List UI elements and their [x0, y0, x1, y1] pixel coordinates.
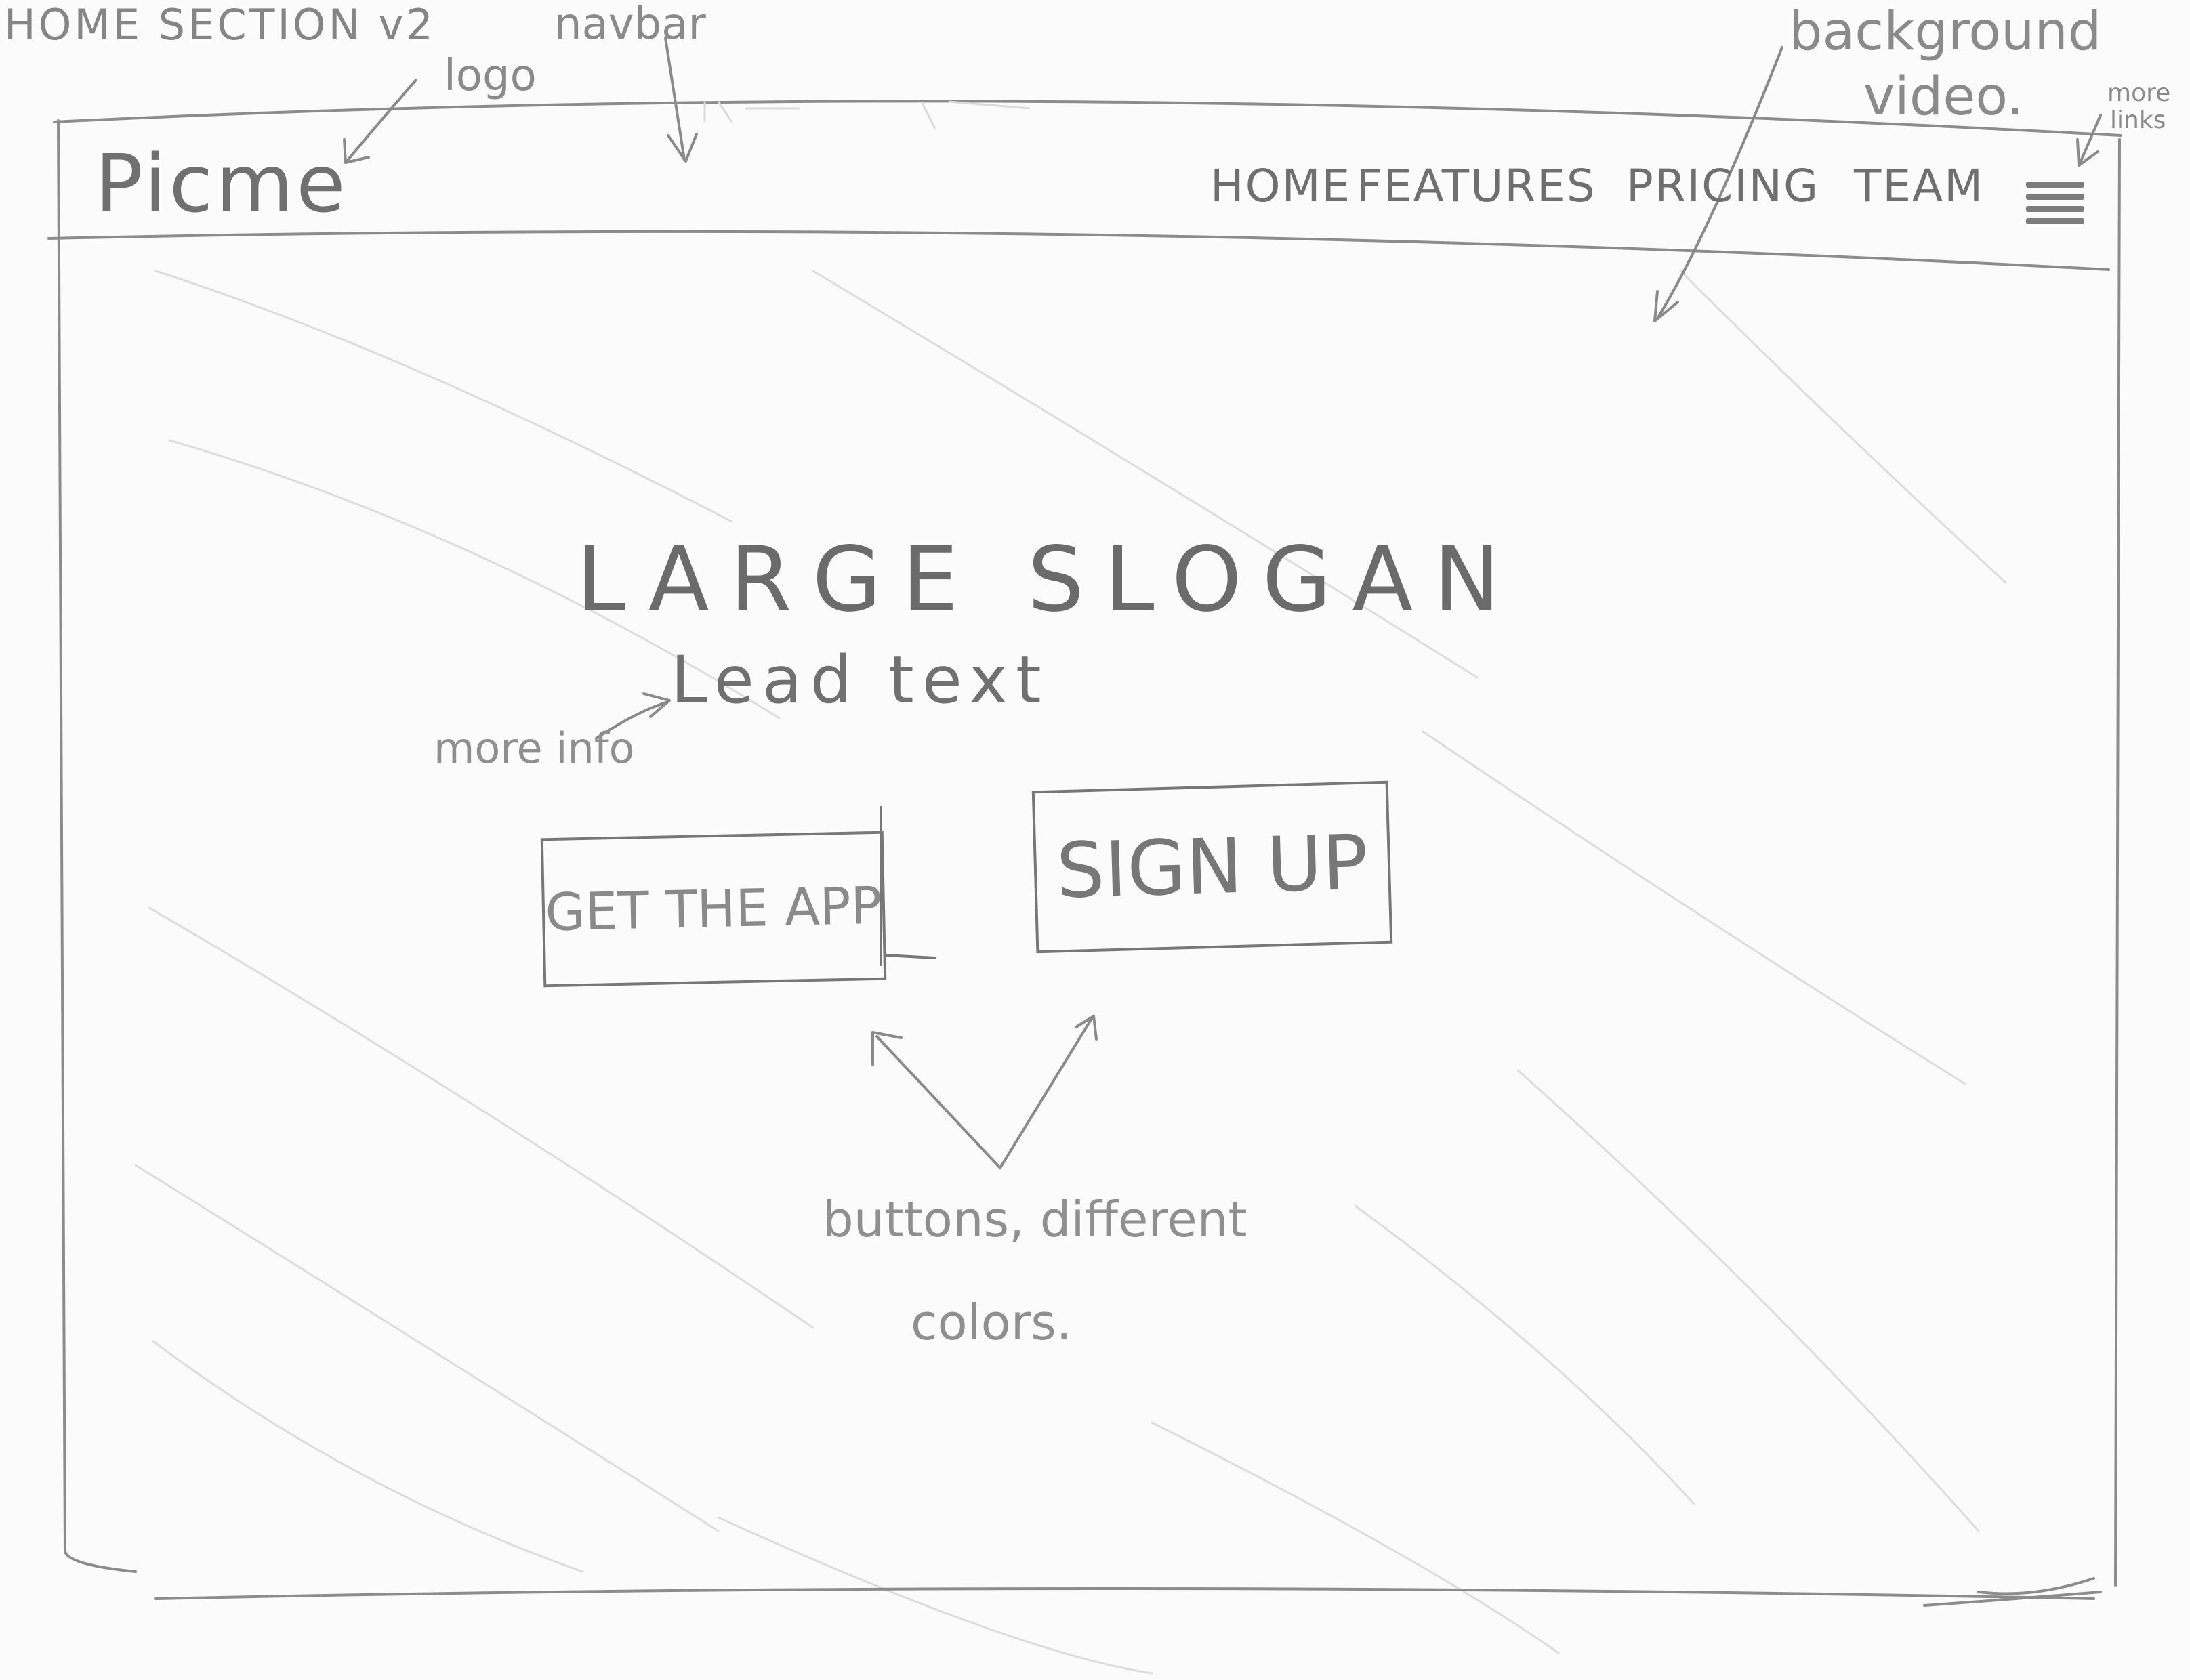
annotation-arrows [343, 37, 2102, 1169]
sign-up-button[interactable]: SIGN UP [1031, 780, 1393, 954]
hamburger-icon[interactable] [2026, 182, 2084, 236]
hamburger-bar [2026, 194, 2084, 200]
nav-link-home[interactable]: HOME [1210, 160, 1352, 212]
colors-annotation: colors. [911, 1294, 1072, 1351]
navbar-ghost-text [703, 100, 1031, 129]
logo-annotation: logo [444, 51, 537, 101]
sketch-title: HOME SECTION v2 [4, 0, 436, 49]
logo[interactable]: Picme [95, 137, 348, 230]
background-video-annotation-line1: background [1789, 1, 2102, 62]
more-links-annotation-line2: links [2110, 106, 2166, 134]
nav-link-pricing[interactable]: PRICING [1626, 160, 1820, 212]
navbar-annotation: navbar [554, 0, 706, 49]
background-video-annotation-line2: video. [1863, 66, 2024, 127]
hamburger-bar [2026, 182, 2084, 188]
get-the-app-button[interactable]: GET THE APP [540, 831, 887, 988]
hero-lead-text: Lead text [671, 642, 1050, 718]
hero-slogan: LARGE SLOGAN [576, 528, 1521, 632]
more-links-annotation-line1: more [2107, 79, 2171, 107]
hamburger-bar [2026, 218, 2084, 224]
more-info-annotation: more info [434, 723, 635, 773]
page-frame [47, 100, 2122, 1607]
background-hatching [134, 270, 2007, 1675]
nav-link-team[interactable]: TEAM [1854, 160, 1985, 212]
more-links-annotation: more links [2107, 80, 2170, 134]
buttons-annotation: buttons, different [823, 1191, 1247, 1248]
background-video-annotation: background video. [1789, 5, 2101, 123]
button-edge-overstrokes [880, 806, 936, 966]
nav-link-features[interactable]: FEATURES [1357, 160, 1596, 212]
hamburger-bar [2026, 206, 2084, 212]
